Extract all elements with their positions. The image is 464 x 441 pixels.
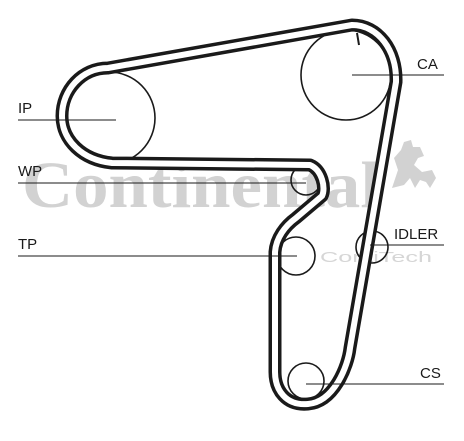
pulley-ca-timing-mark [356,32,360,46]
label-ip: IP [18,100,32,117]
label-wp: WP [18,163,42,180]
watermark-sub-brand: ContiTech [320,249,432,266]
label-ca: CA [417,56,438,73]
timing-belt [55,18,403,411]
belt-teeth-line [59,22,400,408]
horse-icon [392,140,436,188]
label-cs: CS [420,365,441,382]
pulley-cs [287,362,325,400]
label-tp: TP [18,236,37,253]
leader-lines [18,74,444,385]
label-idler: IDLER [394,226,438,243]
labels: CA IP WP TP IDLER CS [18,56,441,382]
